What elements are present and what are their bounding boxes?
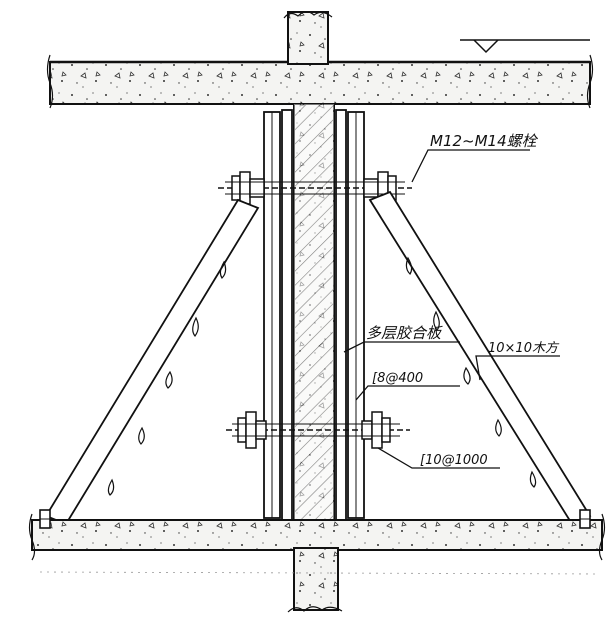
concrete-wall [293, 103, 335, 523]
right-brace-stop [579, 509, 591, 529]
column-below-slab [287, 547, 343, 613]
left-diagonal-brace [44, 198, 260, 526]
bolt-label: M12~M14螺栓 [430, 132, 539, 150]
plywood-label: 多层胶合板 [366, 324, 443, 342]
elevation-mark [460, 39, 590, 54]
upper-tie-bolt [218, 171, 412, 205]
right-diagonal-brace [368, 190, 592, 526]
left-plywood-board [281, 109, 293, 521]
channel-large-label: [10@1000 [420, 453, 488, 468]
lower-tie-bolt [226, 411, 410, 449]
left-brace-stop [39, 509, 51, 529]
column-above-slab [283, 11, 333, 65]
timber-label: 10×10木方 [488, 341, 560, 356]
top-slab [46, 54, 594, 109]
left-channel-steel [263, 111, 281, 519]
leader-lines [343, 149, 560, 469]
right-channel-steel [347, 111, 365, 519]
channel-small-label: [8@400 [372, 371, 423, 386]
right-plywood-board [335, 109, 347, 521]
